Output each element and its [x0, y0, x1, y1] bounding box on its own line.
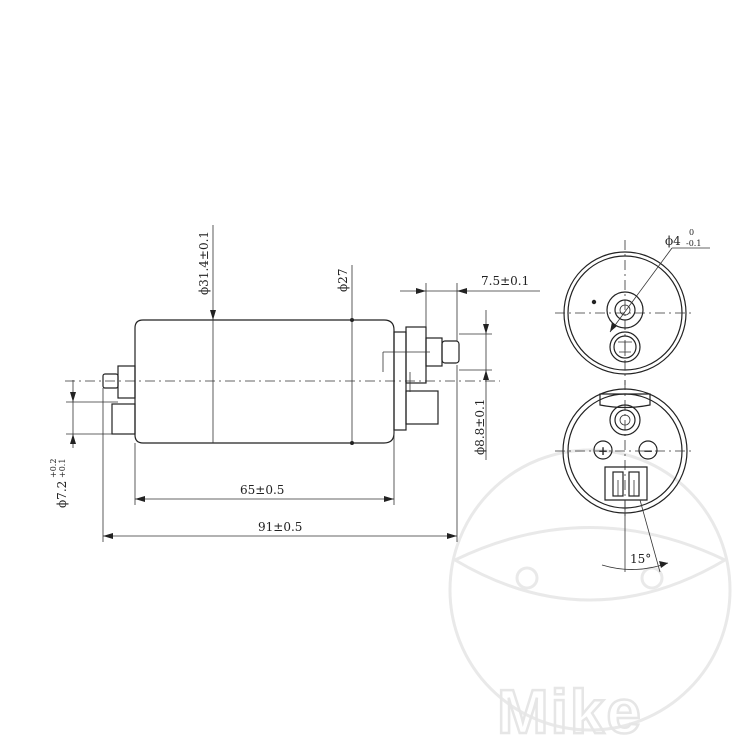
dim-connector-angle: 15° [630, 552, 651, 566]
terminal-plus-label: + [598, 444, 608, 458]
watermark-text: Mike [497, 678, 643, 747]
outlet-housing [405, 326, 427, 384]
dim-terminal-hole: ϕ4 0 -0.1 [665, 228, 701, 248]
terminal-minus [638, 440, 658, 460]
dim-terminal-tol-lower: -0.1 [686, 239, 701, 248]
inlet-flange [117, 365, 136, 399]
dim-outlet-length: 7.5±0.1 [481, 274, 529, 288]
inlet-pipe [102, 373, 119, 389]
check-valve-inner [613, 335, 637, 359]
side-view: ϕ31.4±0.1 ϕ27 7.5±0.1 ϕ8.8±0.1 ϕ7.2 +0.2… [49, 225, 540, 542]
dim-inlet-tol-upper: +0.2 [49, 459, 58, 478]
outlet-connector-block [405, 390, 439, 425]
dim-inlet-tol-lower: +0.1 [58, 459, 67, 478]
outlet-end-dot [591, 299, 597, 305]
outlet-port [614, 299, 636, 321]
dim-inlet-diameter: ϕ7.2 +0.2 +0.1 [49, 459, 69, 508]
watermark-logo: Mike [448, 448, 732, 748]
dim-outlet-pipe-diameter: ϕ8.8±0.1 [473, 399, 487, 455]
dim-inlet-diameter-base: ϕ7.2 [55, 481, 69, 508]
dim-overall-length: 91±0.5 [258, 520, 302, 534]
dim-body-diameter: ϕ31.4±0.1 [197, 231, 211, 295]
end-view-outlet: ϕ4 0 -0.1 [555, 228, 710, 385]
terminal-plus [593, 440, 613, 460]
dim-terminal-tol-upper: 0 [689, 228, 694, 237]
watermark-eye [451, 526, 729, 602]
inlet-filter-block [111, 403, 136, 435]
outlet-port-ring [606, 291, 644, 329]
dim-body-length: 65±0.5 [240, 483, 284, 497]
terminal-end-tab [599, 393, 651, 409]
dim-outlet-diameter: ϕ27 [336, 269, 350, 292]
watermark-dot-left [515, 566, 539, 590]
terminal-minus-label: − [643, 444, 653, 458]
watermark-circle [448, 448, 732, 732]
electrical-connector [604, 466, 648, 501]
outlet-pipe [441, 340, 460, 364]
inlet-port-outer [609, 404, 641, 436]
end-view-terminals: + − 15° [555, 380, 695, 573]
dim-terminal-hole-base: ϕ4 [665, 234, 681, 248]
watermark-dot-right [640, 566, 664, 590]
pump-body [134, 319, 395, 444]
inlet-port-inner [614, 409, 636, 431]
check-valve-outer [609, 331, 641, 363]
